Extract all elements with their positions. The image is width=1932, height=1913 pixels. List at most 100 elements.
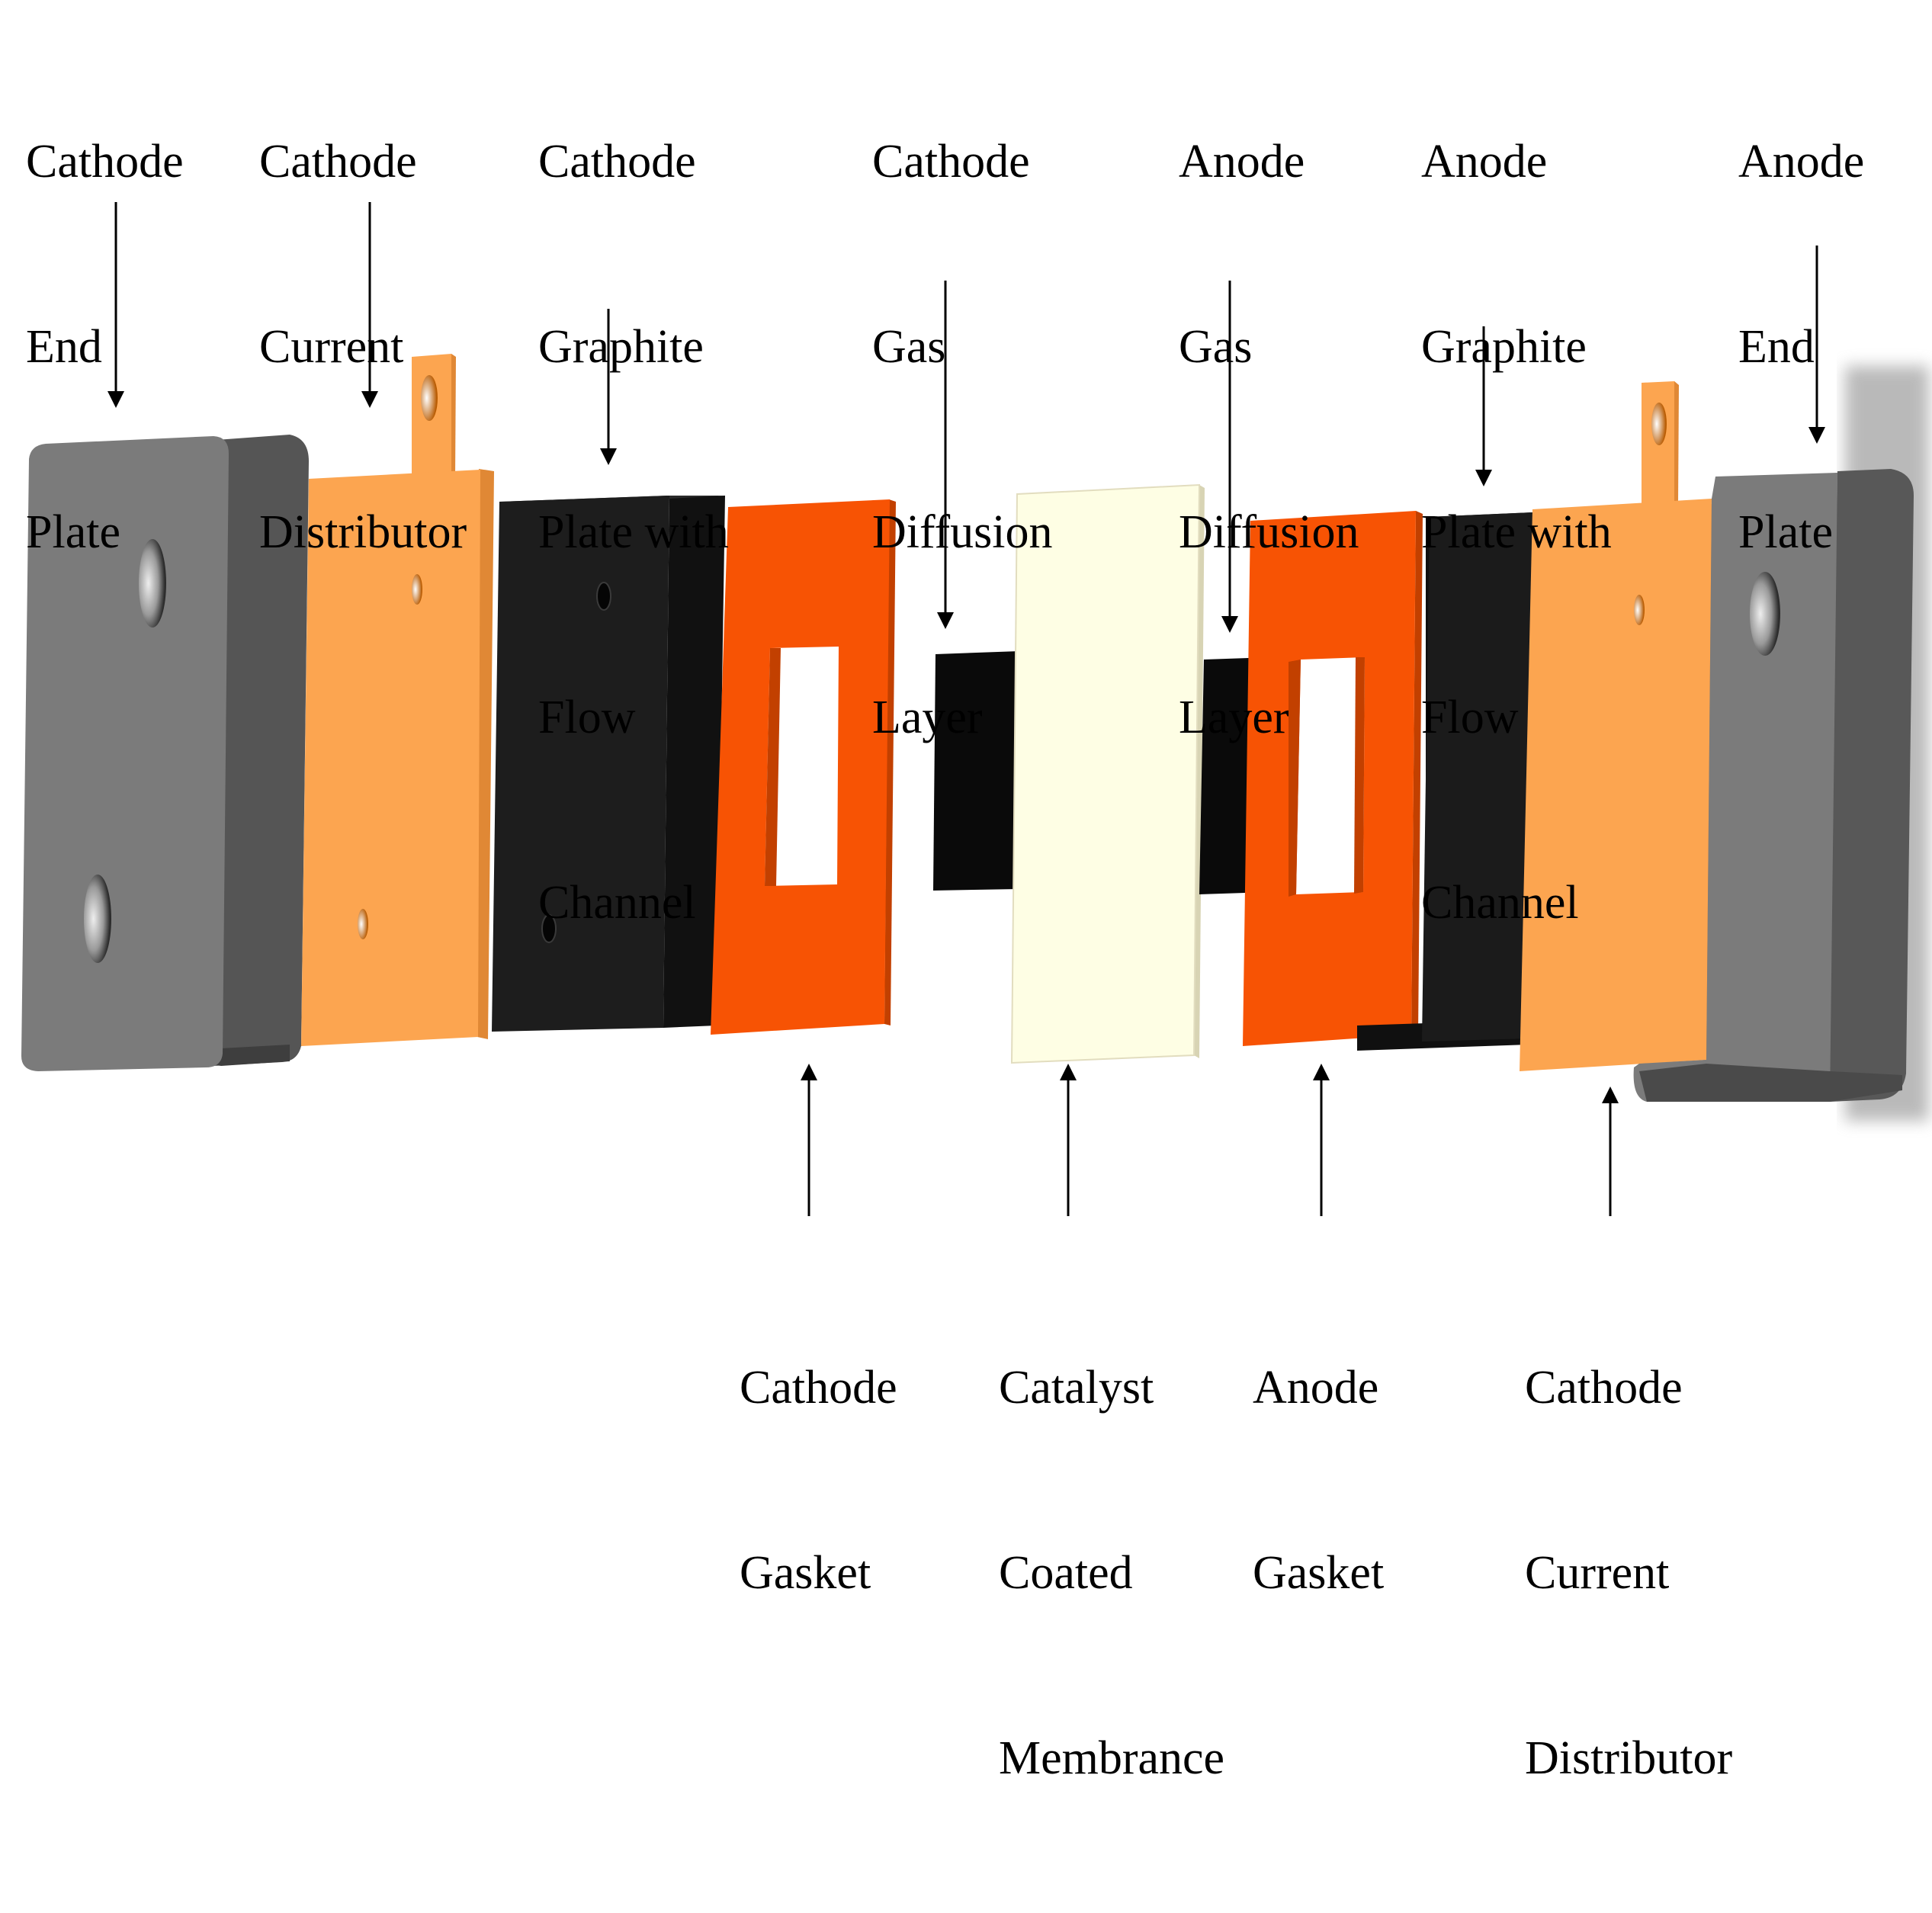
- catalyst-coated-membrane-edge: [1194, 485, 1205, 1058]
- cathode-graphite-plate: [492, 496, 725, 1032]
- cathode-graphite-plate-side: [663, 496, 725, 1028]
- anode-end-plate-arrow-head: [1808, 427, 1825, 444]
- anode-end-plate: [1633, 366, 1929, 1121]
- cathode-current-distributor-tab-edge: [451, 354, 456, 479]
- label-line: Cathode: [872, 136, 1030, 188]
- catalyst-coated-membrane-face: [1010, 483, 1201, 1064]
- label-cathode-current-distributor: Cathode Current Distributor: [259, 8, 467, 687]
- anode-side-current-distributor-tab-hole: [1651, 403, 1667, 445]
- anode-gasket-window-edge: [1289, 660, 1301, 897]
- label-line: Gasket: [1253, 1547, 1385, 1599]
- exploded-view-svg: [21, 202, 1929, 1216]
- cathode-end-plate-lower-hole: [84, 875, 111, 963]
- label-line: Distributor: [1525, 1732, 1733, 1784]
- label-anode-graphite-plate: Anode Graphite Plate with Flow Channel: [1421, 8, 1612, 1058]
- anode-end-plate-back-face: [1633, 473, 1837, 1102]
- cathode-gasket-side: [884, 499, 896, 1026]
- label-line: Diffusion: [1179, 506, 1359, 558]
- label-line: Membrance: [999, 1732, 1225, 1784]
- anode-gasket-arrow-head: [1313, 1064, 1330, 1080]
- label-line: Plate with: [538, 506, 729, 558]
- cathode-gasket-window-edge: [765, 648, 781, 886]
- anode-gas-diffusion-layer-arrow-head: [1221, 616, 1238, 633]
- label-line: Gasket: [740, 1547, 871, 1599]
- label-line: Current: [259, 321, 404, 373]
- cathode-end-plate-arrow-head: [108, 391, 124, 408]
- label-line: End: [1738, 321, 1815, 373]
- label-anode-gasket: Anode Gasket: [1253, 1234, 1384, 1728]
- label-line: Graphite: [1421, 321, 1587, 373]
- label-line: Distributor: [259, 506, 467, 558]
- label-line: Flow: [1421, 692, 1519, 743]
- anode-gasket-face: [1243, 511, 1416, 1046]
- label-cathode-current-distributor-bottom: Cathode Current Distributor: [1525, 1234, 1732, 1913]
- cathode-end-plate: [21, 435, 309, 1071]
- label-line: Plate: [26, 506, 120, 558]
- cathode-current-distributor-arrow-head: [361, 391, 378, 408]
- cathode-graphite-plate-arrow-head: [600, 448, 617, 465]
- label-line: Anode: [1421, 136, 1548, 188]
- label-cathode-graphite-plate: Cathode Graphite Plate with Flow Channel: [538, 8, 729, 1058]
- label-anode-gas-diffusion-layer: Anode Gas Diffusion Layer: [1179, 8, 1359, 872]
- cathode-end-plate-face: [21, 436, 229, 1071]
- anode-graphite-plate-arrow-head: [1475, 470, 1492, 486]
- cathode-current-distributor: [301, 354, 494, 1046]
- label-cathode-gas-diffusion-layer: Cathode Gas Diffusion Layer: [872, 8, 1053, 872]
- label-line: Cathode: [1525, 1362, 1683, 1414]
- label-line: Cathode: [259, 136, 417, 188]
- catalyst-coated-membrane-arrow-head: [1060, 1064, 1077, 1080]
- cathode-current-distributor-face: [301, 470, 480, 1046]
- label-line: Current: [1525, 1547, 1670, 1599]
- cathode-current-distributor-tab-hole: [421, 375, 438, 421]
- cathode-current-distributor-lower-hole: [358, 909, 368, 939]
- cathode-gasket-arrow-head: [801, 1064, 817, 1080]
- catalyst-coated-membrane: [1010, 483, 1205, 1064]
- label-line: Cathode: [538, 136, 696, 188]
- cathode-current-distributor-side: [477, 469, 494, 1039]
- anode-side-current-distributor-upper-hole: [1634, 595, 1645, 625]
- label-anode-end-plate: Anode End Plate: [1738, 8, 1864, 687]
- anode-gasket: [1243, 511, 1423, 1046]
- label-line: Channel: [1421, 877, 1579, 929]
- cathode-end-plate-upper-hole: [139, 539, 166, 628]
- label-line: Diffusion: [872, 506, 1053, 558]
- anode-graphite-plate-face: [1422, 512, 1532, 1042]
- label-line: Cathode: [740, 1362, 897, 1414]
- label-line: Layer: [872, 692, 983, 743]
- label-line: Anode: [1179, 136, 1305, 188]
- label-catalyst-coated-membrane: Catalyst Coated Membrance: [999, 1234, 1224, 1913]
- leader-arrows: [108, 202, 1825, 1216]
- label-line: Cathode: [26, 136, 184, 188]
- label-line: End: [26, 321, 102, 373]
- label-line: Gas: [1179, 321, 1253, 373]
- label-cathode-gasket: Cathode Gasket: [740, 1234, 897, 1728]
- anode-end-plate-bottom-edge: [1639, 1064, 1902, 1102]
- label-line: Anode: [1253, 1362, 1379, 1414]
- label-line: Plate: [1738, 506, 1833, 558]
- anode-gasket-window-right-edge: [1354, 657, 1365, 894]
- label-line: Flow: [538, 692, 636, 743]
- anode-gasket-side: [1411, 511, 1423, 1037]
- label-line: Coated: [999, 1547, 1133, 1599]
- cathode-current-distributor-bottom-arrow-head: [1602, 1086, 1619, 1103]
- cathode-end-plate-side: [206, 435, 309, 1066]
- cathode-graphite-plate-lower-pin: [541, 914, 557, 943]
- label-line: Gas: [872, 321, 946, 373]
- label-line: Catalyst: [999, 1362, 1154, 1414]
- cathode-gasket: [711, 499, 896, 1035]
- cathode-current-distributor-upper-hole: [412, 574, 422, 605]
- anode-end-plate-hole: [1750, 572, 1780, 656]
- label-line: Layer: [1179, 692, 1289, 743]
- anode-side-current-distributor-tab-edge: [1674, 381, 1679, 505]
- cathode-gasket-face: [711, 499, 890, 1035]
- label-cathode-end-plate: Cathode End Plate: [26, 8, 184, 687]
- anode-end-plate-side: [1830, 469, 1914, 1102]
- label-line: Channel: [538, 877, 696, 929]
- fuel-cell-exploded-diagram: Cathode End Plate Cathode Current Distri…: [21, 8, 1929, 1784]
- cathode-graphite-plate-upper-pin: [596, 582, 611, 611]
- cathode-gas-diffusion-layer-face: [933, 651, 1019, 891]
- label-line: Graphite: [538, 321, 704, 373]
- label-line: Plate with: [1421, 506, 1612, 558]
- cathode-graphite-plate-face: [492, 496, 669, 1032]
- cathode-gas-diffusion-layer-arrow-head: [937, 612, 954, 629]
